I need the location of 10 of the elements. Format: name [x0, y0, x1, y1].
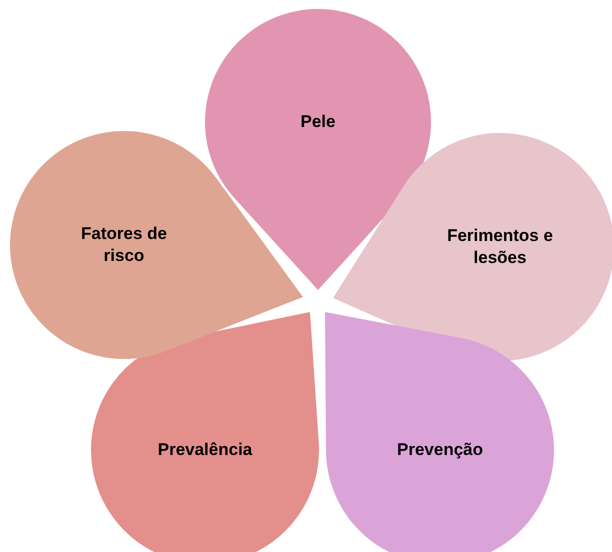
- petal: [205, 9, 431, 290]
- petal-label: Pele: [300, 111, 336, 133]
- petal: [333, 133, 612, 361]
- petal: [91, 312, 319, 552]
- petal-label: Prevenção: [396, 439, 484, 461]
- petal: [10, 131, 303, 359]
- petal-label: Prevalência: [156, 439, 254, 461]
- petal-label: Ferimentos e lesões: [446, 225, 554, 269]
- petal-label: Fatores de risco: [80, 223, 168, 267]
- petal: [325, 312, 554, 552]
